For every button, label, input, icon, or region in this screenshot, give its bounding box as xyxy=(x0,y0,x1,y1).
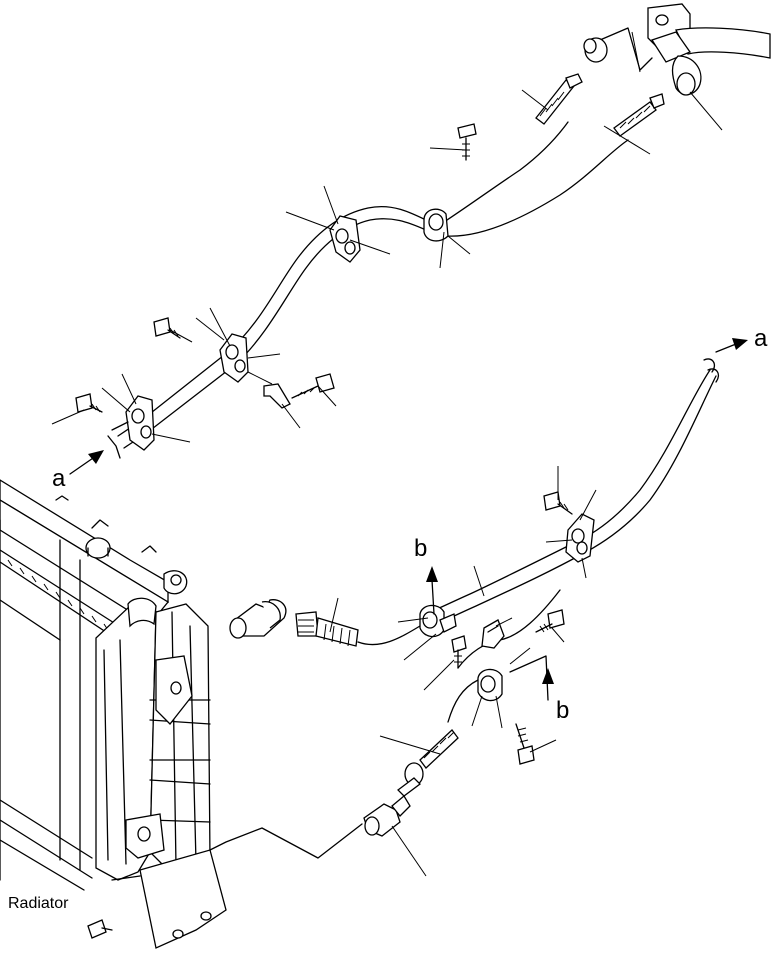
clip-lower xyxy=(481,619,505,649)
bolt-radiator xyxy=(87,919,113,939)
fitting-bottom xyxy=(363,795,411,837)
clamp-center xyxy=(423,208,449,242)
arrow-a-upper xyxy=(715,338,748,353)
bolt-lower-3 xyxy=(515,723,535,765)
top-fitting-block xyxy=(583,3,771,96)
label-a-upper: a xyxy=(754,325,768,352)
bolt-left-lower xyxy=(75,393,103,413)
hose-sleeve-bottom xyxy=(397,729,459,797)
leader-lines-lower xyxy=(329,466,597,877)
lower-tube-assembly xyxy=(209,358,720,877)
label-b-lower: b xyxy=(556,697,569,724)
bolt-lower-1 xyxy=(451,635,467,669)
bolt-top xyxy=(457,123,477,161)
label-a-lower: a xyxy=(52,465,66,492)
clamp-bracket-2 xyxy=(219,333,249,383)
clamp-lower-2 xyxy=(477,668,503,702)
label-b-upper: b xyxy=(414,535,427,562)
small-bracket xyxy=(263,373,335,409)
upper-tube-assembly xyxy=(51,3,771,459)
clamp-bracket-lower xyxy=(565,513,595,563)
arrow-b-lower xyxy=(509,655,554,701)
elbow-fitting xyxy=(229,599,287,639)
arrow-b-upper xyxy=(426,566,438,615)
arrow-a-lower xyxy=(69,450,104,475)
hose-sleeve-lower xyxy=(295,611,359,647)
hose-sleeve-top xyxy=(535,73,583,125)
hose-sleeve-right xyxy=(613,93,665,137)
tube-end-left xyxy=(107,421,129,459)
radiator-body xyxy=(0,479,227,949)
bolt-lower-2 xyxy=(535,609,565,633)
bolt-lower-4 xyxy=(543,491,573,515)
label-radiator: Radiator xyxy=(8,895,69,912)
clamp-bracket-3 xyxy=(125,395,155,451)
clamp-lower-1 xyxy=(419,604,457,638)
clamp-bracket-1 xyxy=(329,215,361,263)
bolt-left-upper xyxy=(153,317,181,339)
leader-lines-upper xyxy=(51,31,723,443)
